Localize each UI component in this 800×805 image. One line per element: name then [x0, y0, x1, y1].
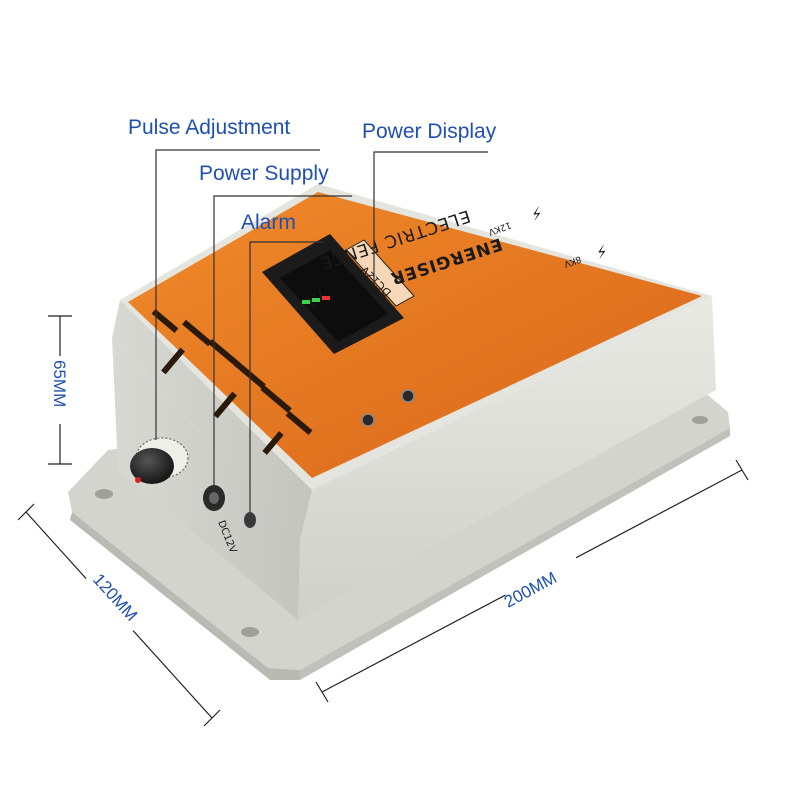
voltage-badge: [345, 239, 415, 307]
led-display: [280, 250, 388, 342]
led-bar: [322, 296, 330, 300]
housing-long-side: [298, 296, 716, 620]
callout-alarm: Alarm: [241, 211, 296, 234]
height-dimension-label: 65MM: [50, 360, 69, 407]
callout-lines: [155, 149, 488, 512]
housing-end-face: [112, 300, 312, 540]
housing-end-lower: [112, 338, 300, 620]
brand-lettering: [151, 309, 313, 455]
callout-power-supply: Power Supply: [199, 162, 329, 185]
mount-hole: [692, 416, 708, 424]
pulse-adjustment-leader: [155, 149, 320, 440]
voltage-12kv: 12KV: [486, 219, 512, 237]
fault-indicator-light: [401, 389, 415, 403]
control-panel: 7.19 DC12V ELECTRIC FENCE ENERGISER ⚡ 12…: [128, 192, 702, 478]
led-bar: [312, 298, 320, 302]
power-display-leader: [373, 151, 488, 284]
alarm-socket[interactable]: [244, 512, 256, 528]
mount-hole: [241, 627, 259, 637]
power-indicator-light: [361, 413, 375, 427]
callout-power-display: Power Display: [362, 120, 497, 143]
callout-pulse-adjustment: Pulse Adjustment: [128, 116, 291, 139]
mount-hole: [95, 489, 113, 499]
pulse-adjust-knob[interactable]: [130, 437, 189, 484]
lightning-icon: ⚡: [528, 202, 545, 224]
lightning-icon: ⚡: [593, 240, 610, 262]
orange-panel: [128, 192, 702, 478]
power-jack[interactable]: [203, 485, 225, 511]
power-supply-leader: [213, 195, 352, 488]
alarm-leader: [249, 241, 324, 512]
led-bar: [302, 300, 310, 304]
